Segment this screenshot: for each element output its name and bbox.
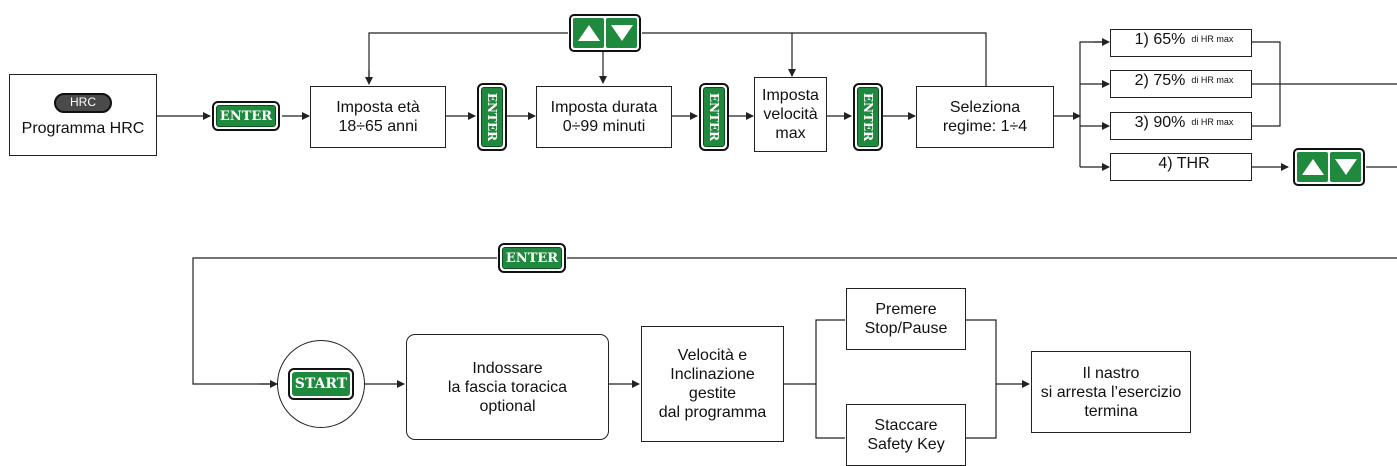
hrc-button[interactable]: HRC xyxy=(54,92,112,113)
start-circle: START xyxy=(277,340,365,428)
end-line2: si arresta l’esercizio xyxy=(1040,383,1182,401)
stop-line1: Premere xyxy=(875,301,937,318)
option-3-sub: di HR max xyxy=(1191,117,1234,127)
set-speed-line3: max xyxy=(775,125,806,142)
enter-key-confirm-label: ENTER xyxy=(502,247,562,269)
enter-key-3-label: ENTER xyxy=(707,92,722,142)
start-button[interactable]: START xyxy=(288,368,354,400)
set-speed-line2: velocità xyxy=(763,106,818,123)
option-2-label: 2) 75% xyxy=(1134,72,1186,89)
enter-key-2-label: ENTER xyxy=(485,92,500,142)
enter-key-3[interactable]: ENTER xyxy=(699,83,729,151)
program-line4: dal programma xyxy=(658,404,767,421)
set-duration-line1: Imposta durata xyxy=(550,99,658,116)
option-4-box: 4) THR xyxy=(1110,153,1252,181)
option-4-label: 4) THR xyxy=(1158,155,1210,172)
down-arrow-icon[interactable] xyxy=(606,18,637,48)
wear-chest-strap-box: Indossare la fascia toracica optional xyxy=(406,334,609,440)
enter-key-4-label: ENTER xyxy=(861,92,876,142)
safety-line2: Safety Key xyxy=(867,436,945,453)
down-arrow-icon[interactable] xyxy=(1330,152,1361,182)
set-max-speed-box: Imposta velocità max xyxy=(754,77,827,152)
option-2-sub: di HR max xyxy=(1191,75,1234,85)
set-duration-box: Imposta durata 0÷99 minuti xyxy=(536,86,672,148)
option-1-sub: di HR max xyxy=(1191,34,1234,44)
enter-key-2[interactable]: ENTER xyxy=(477,83,507,151)
option-1-box: 1) 65% di HR max xyxy=(1110,29,1252,57)
wear-line1: Indossare xyxy=(472,359,543,377)
set-age-line1: Imposta età xyxy=(336,99,420,116)
select-regime-line1: Seleziona xyxy=(949,99,1021,116)
enter-key-1-label: ENTER xyxy=(216,105,276,127)
select-regime-box: Seleziona regime: 1÷4 xyxy=(916,86,1054,148)
arrow-keys-thr[interactable] xyxy=(1293,148,1365,186)
set-duration-line2: 0÷99 minuti xyxy=(562,118,646,135)
program-line2: Inclinazione xyxy=(670,366,755,383)
press-stop-pause-box: Premere Stop/Pause xyxy=(846,288,966,350)
start-button-label: START xyxy=(292,372,350,396)
option-2-box: 2) 75% di HR max xyxy=(1110,70,1252,98)
up-arrow-icon[interactable] xyxy=(1297,152,1328,182)
set-age-line2: 18÷65 anni xyxy=(338,118,418,135)
option-3-box: 3) 90% di HR max xyxy=(1110,112,1252,140)
program-managed-box: Velocità e Inclinazione gestite dal prog… xyxy=(641,326,784,442)
wear-line2: la fascia toracica xyxy=(447,378,568,396)
exercise-ends-box: Il nastro si arresta l’esercizio termina xyxy=(1031,351,1191,433)
stop-line2: Stop/Pause xyxy=(864,320,948,337)
end-line3: termina xyxy=(1084,402,1138,420)
enter-key-1[interactable]: ENTER xyxy=(212,101,280,131)
safety-line1: Staccare xyxy=(874,417,938,434)
arrow-keys-top[interactable] xyxy=(569,14,641,52)
select-regime-line2: regime: 1÷4 xyxy=(942,118,1028,135)
set-age-box: Imposta età 18÷65 anni xyxy=(310,86,446,148)
hrc-program-label: Programma HRC xyxy=(21,119,145,137)
program-line1: Velocità e xyxy=(677,347,748,364)
remove-safety-key-box: Staccare Safety Key xyxy=(846,404,966,466)
option-3-label: 3) 90% xyxy=(1134,114,1186,131)
program-line3: gestite xyxy=(688,385,737,402)
end-line1: Il nastro xyxy=(1082,364,1140,382)
up-arrow-icon[interactable] xyxy=(573,18,604,48)
enter-key-4[interactable]: ENTER xyxy=(853,83,883,151)
option-1-label: 1) 65% xyxy=(1134,31,1186,48)
wear-line3: optional xyxy=(479,397,536,415)
enter-key-confirm[interactable]: ENTER xyxy=(498,243,566,273)
set-speed-line1: Imposta xyxy=(762,87,819,104)
hrc-program-box: HRC Programma HRC xyxy=(9,74,157,156)
